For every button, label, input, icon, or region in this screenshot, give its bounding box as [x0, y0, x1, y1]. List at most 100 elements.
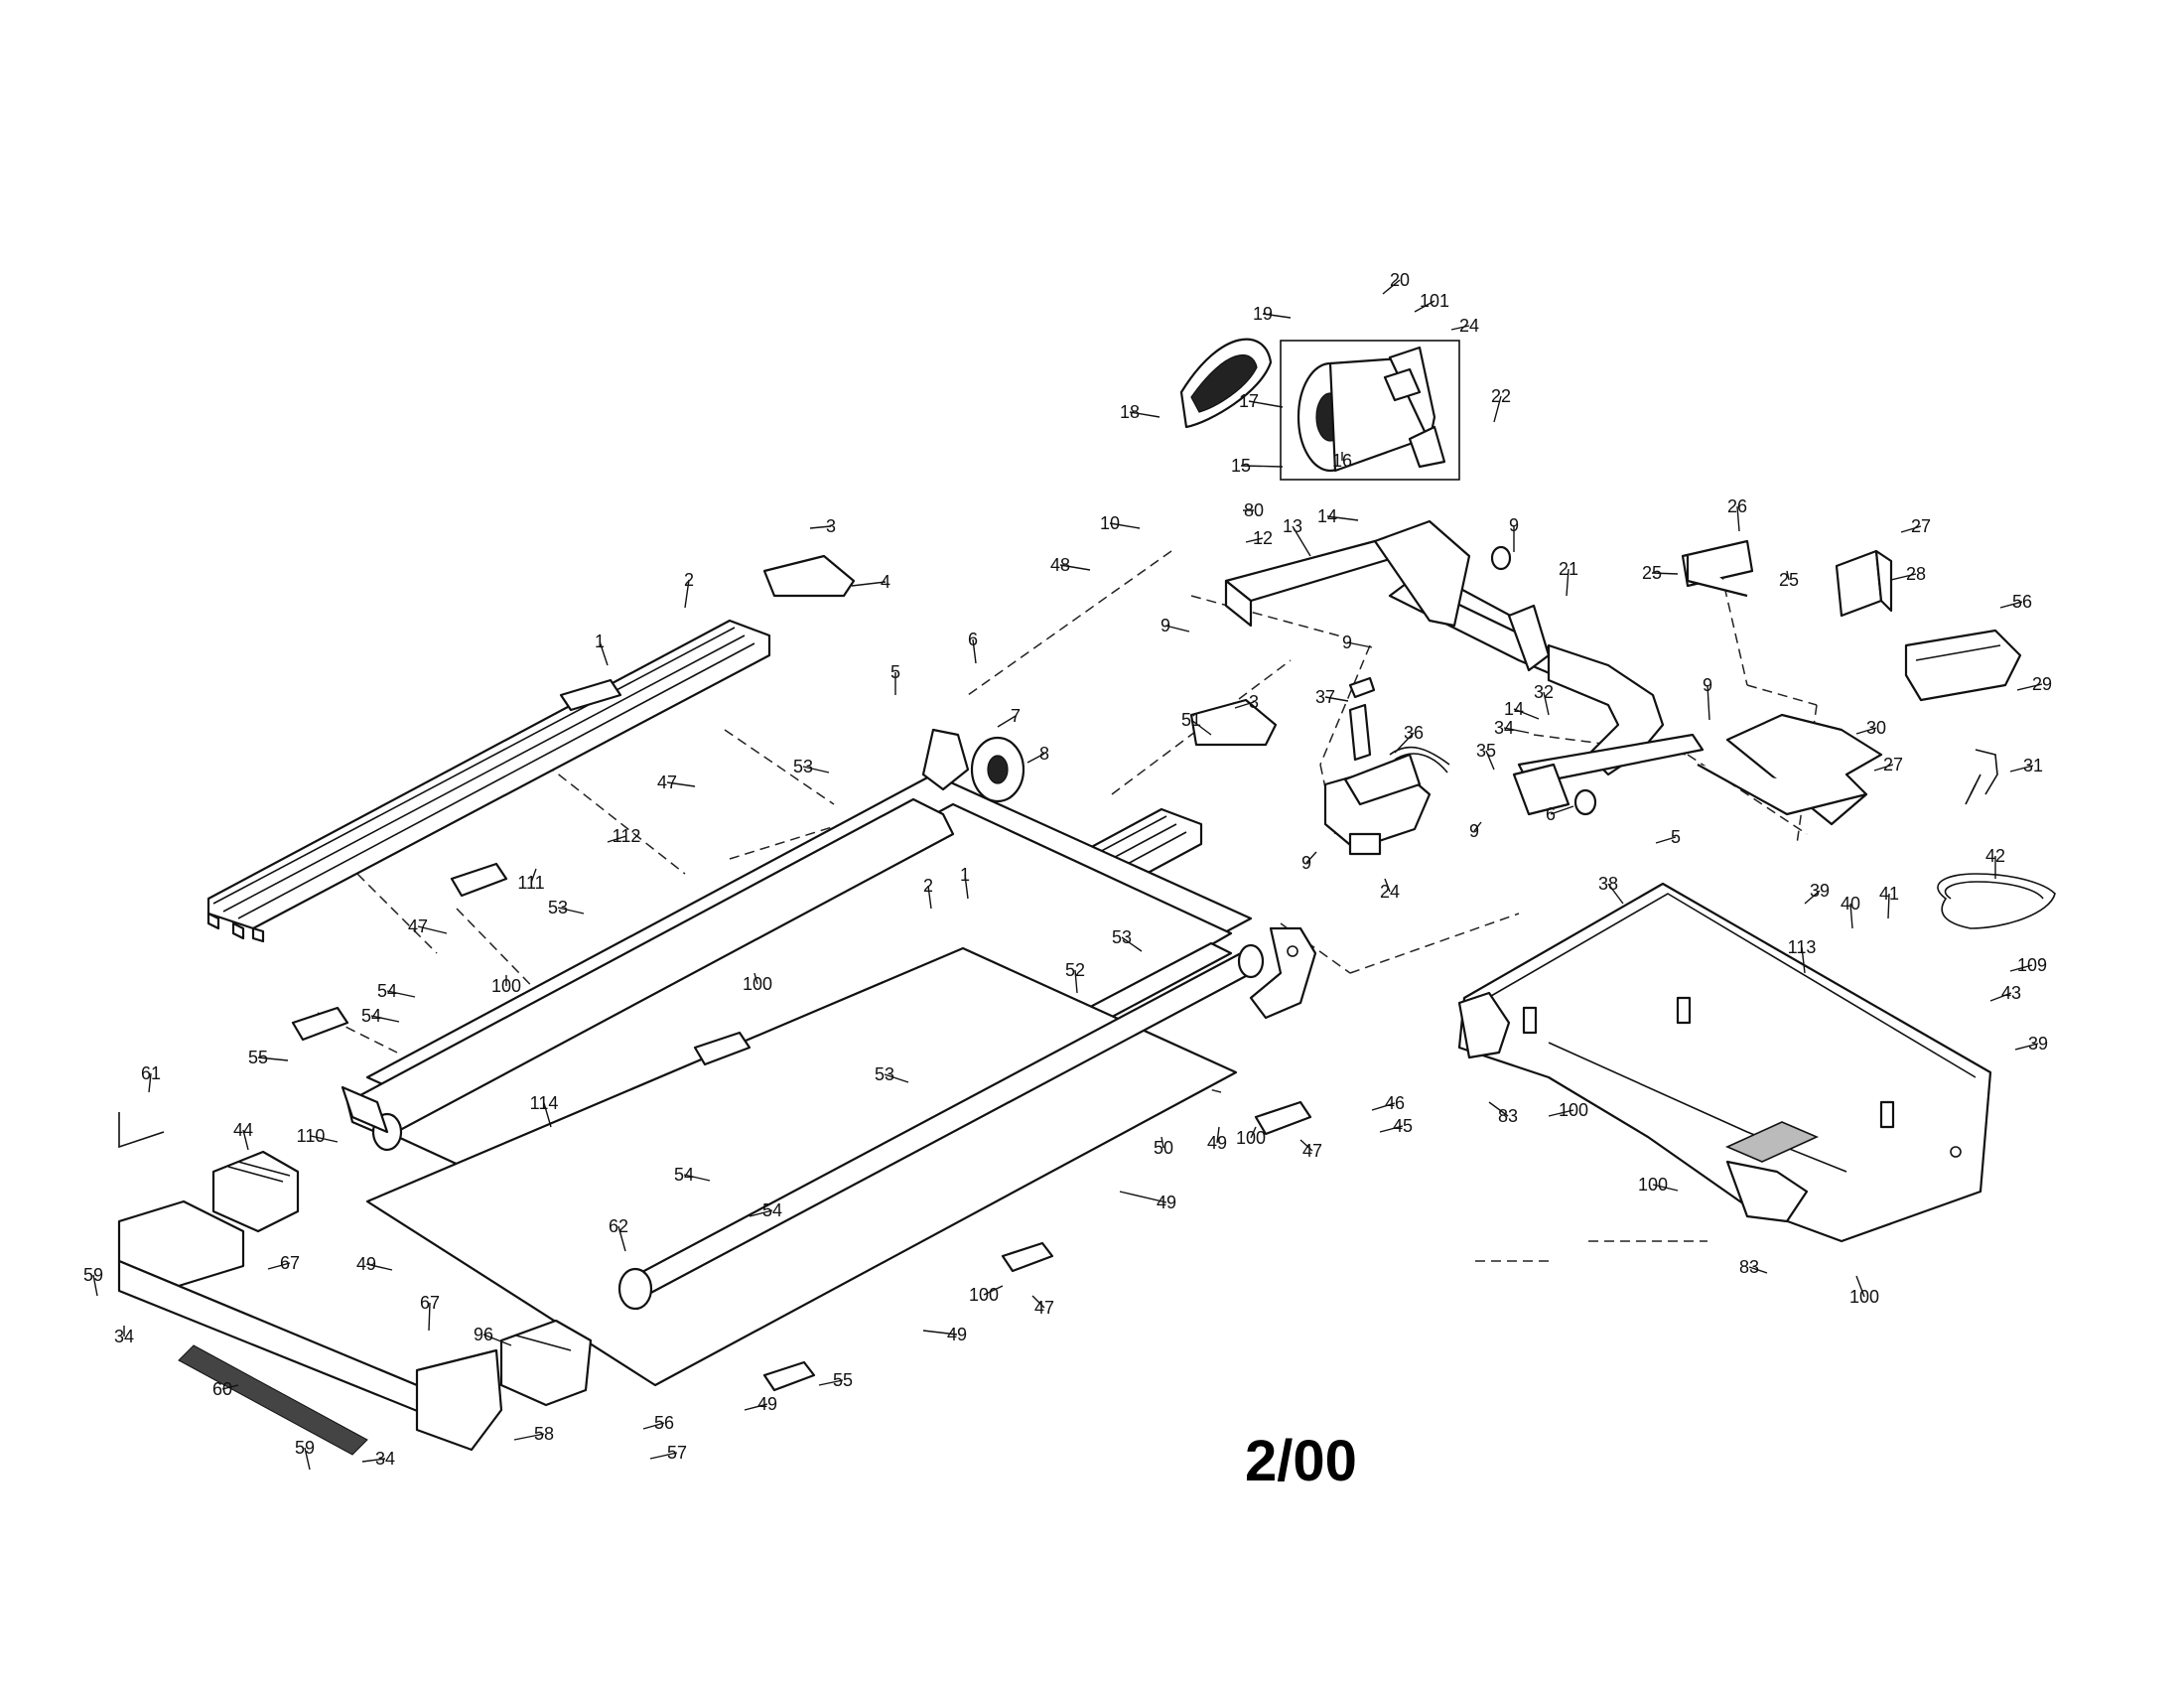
callout-9: 9 — [1469, 821, 1479, 841]
callout-21: 21 — [1559, 559, 1578, 579]
callout-54: 54 — [674, 1165, 694, 1185]
callout-44: 44 — [233, 1120, 253, 1140]
callout-24: 24 — [1380, 882, 1400, 902]
callout-49: 49 — [356, 1254, 376, 1274]
callout-49: 49 — [1157, 1193, 1176, 1212]
callout-leader-13 — [1292, 525, 1311, 557]
callout-leader-67 — [267, 1262, 291, 1270]
callout-38: 38 — [1598, 874, 1618, 894]
callout-leader-58 — [513, 1433, 545, 1441]
callout-leader-96 — [482, 1334, 512, 1346]
callout-51: 51 — [1181, 710, 1201, 730]
callout-leader-19 — [1262, 313, 1292, 319]
callout-6: 6 — [1546, 804, 1556, 824]
callout-leader-1 — [964, 874, 969, 900]
callout-leader-14 — [1513, 708, 1540, 720]
callout-2: 2 — [684, 570, 694, 590]
callout-32: 32 — [1534, 682, 1554, 702]
callout-leader-59 — [304, 1447, 311, 1471]
callout-26: 26 — [1727, 496, 1747, 516]
part-callouts: 2010124241922171816151414801213104899999… — [83, 270, 2052, 1471]
callout-39: 39 — [1810, 881, 1830, 901]
callout-leader-7 — [997, 715, 1017, 728]
rear-step-right — [499, 1319, 593, 1407]
callout-9: 9 — [1703, 675, 1712, 695]
callout-leader-17 — [1248, 400, 1284, 408]
callout-83: 83 — [1739, 1257, 1759, 1277]
transformer — [1835, 549, 1893, 618]
callout-14: 14 — [1504, 699, 1524, 719]
callout-leader-47 — [1031, 1295, 1045, 1309]
callout-leader-10 — [1109, 522, 1141, 529]
callout-8: 8 — [1039, 744, 1049, 764]
callout-leader-100 — [1548, 1109, 1574, 1117]
callout-27: 27 — [1883, 755, 1903, 774]
callout-67: 67 — [280, 1253, 300, 1273]
callout-41: 41 — [1879, 884, 1899, 904]
front-roller — [341, 1085, 403, 1152]
callout-58: 58 — [534, 1424, 554, 1444]
callout-34: 34 — [114, 1327, 134, 1346]
callout-leader-26 — [1736, 505, 1740, 532]
callout-50: 50 — [1154, 1138, 1173, 1158]
callout-100: 100 — [969, 1285, 999, 1305]
callout-42: 42 — [1985, 846, 2005, 866]
callout-49: 49 — [1207, 1133, 1227, 1153]
callout-101: 101 — [1420, 291, 1449, 311]
callout-leader-100 — [1855, 1275, 1865, 1298]
callout-47: 47 — [1034, 1298, 1054, 1318]
revision-date: 2/00 — [1245, 1429, 1357, 1493]
callout-27: 27 — [1911, 516, 1931, 536]
callout-3: 3 — [826, 516, 836, 536]
hex-key — [118, 1112, 165, 1149]
callout-leader-6 — [1550, 805, 1574, 815]
callout-leader-12 — [1245, 537, 1264, 543]
callout-9: 9 — [1509, 515, 1519, 535]
callout-1: 1 — [960, 865, 970, 885]
callout-leader-100 — [1250, 1126, 1257, 1139]
callout-59: 59 — [295, 1438, 315, 1458]
callout-36: 36 — [1404, 723, 1424, 743]
callout-leader-54 — [683, 1174, 711, 1182]
resistor-bracket — [1904, 629, 2022, 702]
callout-leader-36 — [1394, 732, 1415, 754]
callout-leader-38 — [1607, 883, 1624, 905]
callout-leader-56 — [1999, 601, 2023, 609]
callout-83: 83 — [1498, 1106, 1518, 1126]
callout-55: 55 — [248, 1048, 268, 1067]
callout-100: 100 — [1638, 1175, 1668, 1195]
callout-56: 56 — [654, 1413, 674, 1433]
callout-leader-2 — [927, 885, 932, 910]
callout-47: 47 — [408, 916, 428, 936]
callout-leader-30 — [1855, 727, 1877, 735]
callout-leader-25 — [1651, 572, 1679, 575]
callout-59: 59 — [83, 1265, 103, 1285]
callout-leader-83 — [1748, 1266, 1768, 1274]
callout-67: 67 — [420, 1293, 440, 1313]
left-frame-rail — [206, 619, 771, 943]
motor-hood — [1457, 882, 1992, 1243]
callout-53: 53 — [548, 898, 568, 917]
callout-leader-55 — [818, 1379, 844, 1386]
callout-leader-100 — [983, 1285, 1004, 1296]
callout-leader-27 — [1900, 525, 1922, 533]
callout-25: 25 — [1642, 563, 1662, 583]
callout-leader-29 — [2016, 683, 2043, 691]
callout-13: 13 — [1283, 516, 1302, 536]
callout-leader-100 — [753, 972, 758, 985]
callout-leader-37 — [1324, 696, 1349, 702]
callout-leader-53 — [884, 1073, 909, 1083]
callout-46: 46 — [1385, 1093, 1405, 1113]
rear-end-cap-left — [117, 1199, 503, 1452]
callout-leader-31 — [2009, 765, 2034, 773]
callout-113: 113 — [1788, 937, 1817, 957]
callout-leader-57 — [649, 1452, 678, 1460]
front-pulley — [921, 728, 1025, 803]
callout-leader-45 — [1379, 1125, 1404, 1133]
callout-leader-110 — [310, 1135, 339, 1143]
callout-leader-22 — [1493, 395, 1502, 423]
callout-leader-20 — [1382, 279, 1401, 295]
callout-34: 34 — [375, 1449, 395, 1469]
walking-grip-mat — [178, 1344, 368, 1456]
